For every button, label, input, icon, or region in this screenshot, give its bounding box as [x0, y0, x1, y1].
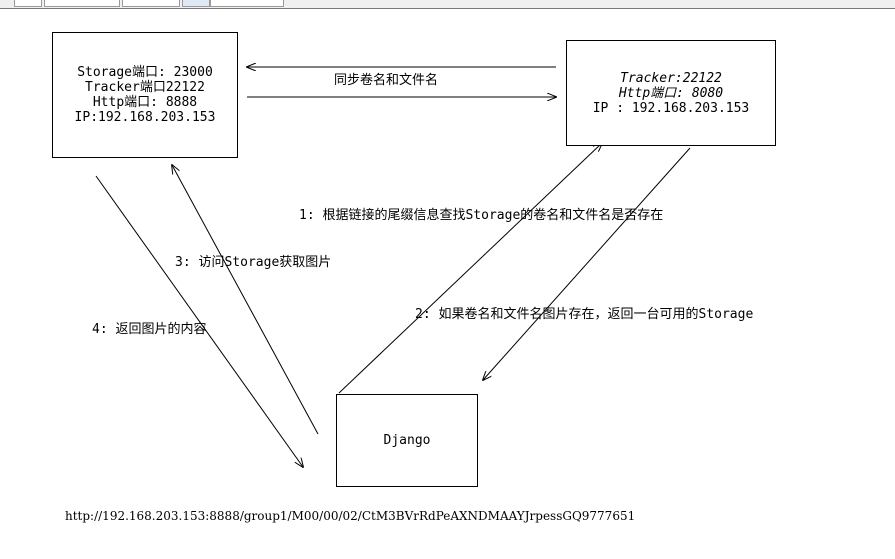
step3-label: 3: 访问Storage获取图片 [175, 255, 332, 270]
storage-tracker-port-text: Tracker端口22122 [85, 80, 205, 95]
toolbar-segment [122, 0, 180, 7]
top-toolbar-strip [0, 0, 895, 9]
toolbar-segment [14, 0, 42, 7]
toolbar-segment [210, 0, 284, 7]
storage-ip-text: IP:192.168.203.153 [74, 110, 216, 125]
step4-arrow [95, 175, 303, 467]
step2-arrow [483, 147, 691, 380]
step3-arrow [172, 165, 319, 435]
tracker-ip-text: IP : 192.168.203.153 [592, 100, 750, 116]
tracker-port-text: Tracker:22122 [620, 70, 722, 86]
step2-label: 2: 如果卷名和文件名图片存在，返回一台可用的Storage [415, 307, 754, 322]
storage-server-box: Storage端口: 23000 Tracker端口22122 Http端口: … [52, 32, 238, 158]
sync-label: 同步卷名和文件名 [334, 73, 439, 88]
toolbar-segment [182, 0, 210, 7]
step1-label: 1: 根据链接的尾缀信息查找Storage的卷名和文件名是否存在 [299, 208, 664, 223]
toolbar-segment [44, 0, 120, 7]
step4-label: 4: 返回图片的内容 [92, 322, 207, 337]
storage-http-port-text: Http端口: 8888 [92, 95, 198, 110]
django-label: Django [383, 433, 431, 448]
tracker-server-box: Tracker:22122 Http端口: 8080 IP : 192.168.… [566, 40, 776, 146]
example-url-text: http://192.168.203.153:8888/group1/M00/0… [65, 509, 636, 523]
storage-port-text: Storage端口: 23000 [77, 65, 213, 80]
django-server-box: Django [336, 394, 478, 487]
tracker-http-port-text: Http端口: 8080 [618, 85, 724, 101]
step1-arrow [338, 143, 602, 394]
